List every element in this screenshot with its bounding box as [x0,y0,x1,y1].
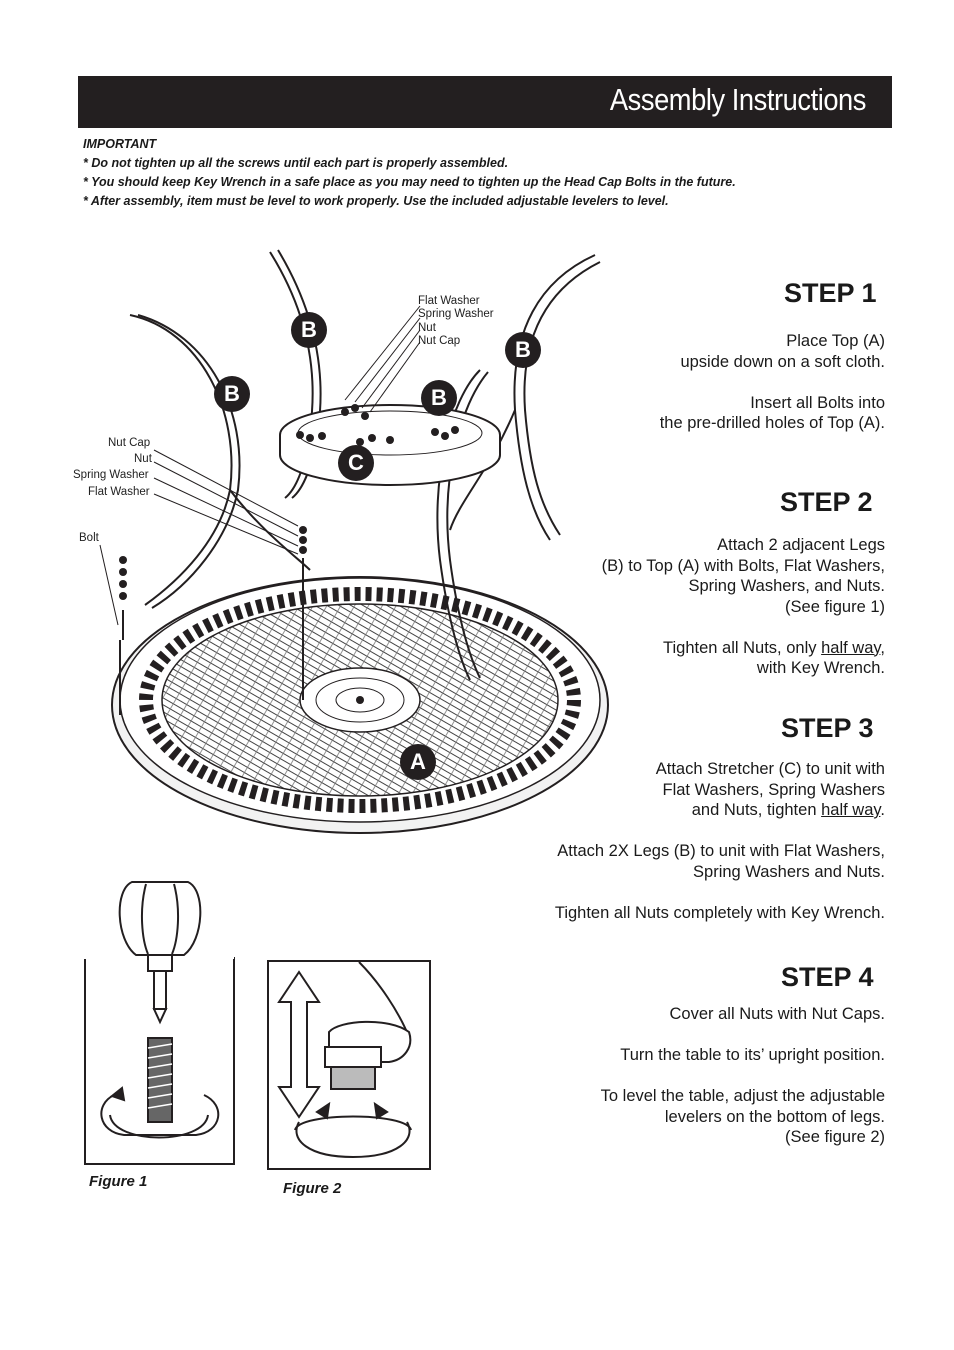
spacer [555,821,885,842]
label-flat-washer-top: Flat Washer [418,295,480,307]
step-text-line: upside down on a soft cloth. [680,352,885,371]
label-bolt: Bolt [79,532,99,544]
step-text-line: Insert all Bolts into [750,393,885,412]
step-text-line: Spring Washers and Nuts. [693,862,885,881]
leader-lines [99,305,421,626]
important-notes: IMPORTANT * Do not tighten up all the sc… [83,135,883,211]
figure-1-illustration [84,881,234,1139]
spacer [601,1066,885,1087]
label-spring-washer-top: Spring Washer [418,308,494,320]
text-span: , [880,638,885,657]
figure-2-caption: Figure 2 [283,1180,342,1197]
figure-1-caption: Figure 1 [89,1173,148,1190]
step-text-line: (See figure 2) [785,1128,885,1146]
text-span: Tighten all Nuts, only [663,638,822,657]
underlined-text: half way [821,638,881,657]
step-text-line: Cover all Nuts with Nut Caps. [669,1005,886,1023]
step-text-line: Turn the table to its’ upright position. [620,1046,885,1064]
step-4-text: Cover all Nuts with Nut Caps. Turn the t… [601,1004,885,1148]
legs [129,249,601,681]
spacer [555,882,885,903]
badge-leg-b: B [421,380,457,416]
step-1-title: STEP 1 [784,278,877,308]
step-text-line: and Nuts, tighten half way. [555,800,885,821]
note-line: * Do not tighten up all the screws until… [83,156,509,170]
step-text-line: Flat Washers, Spring Washers [662,780,885,799]
label-nut-cap-top: Nut Cap [418,335,461,347]
label-nut-top: Nut [418,322,436,334]
spacer [660,372,885,393]
stretcher-ring [279,404,501,486]
hardware-dots [119,404,459,600]
step-3-text: Attach Stretcher (C) to unit with Flat W… [555,759,885,923]
step-text-line: the pre-drilled holes of Top (A). [659,414,885,432]
step-text-line: Attach 2 adjacent Legs [717,536,885,554]
page-title: Assembly Instructions [609,82,867,117]
bolts [119,558,304,715]
badge-stretcher-c: C [338,445,374,481]
step-text-line: Tighten all Nuts, only half way, [602,638,885,659]
label-spring-washer-left: Spring Washer [73,469,149,481]
notes-heading: IMPORTANT [83,137,157,151]
step-text-line: levelers on the bottom of legs. [664,1107,885,1126]
text-span: . [880,801,885,819]
text-span: and Nuts, tighten [691,801,822,819]
step-2-title: STEP 2 [780,487,873,517]
header-bar: Assembly Instructions [78,76,892,128]
underlined-text: half way [821,801,881,819]
badge-leg-b: B [505,332,541,368]
spacer [602,617,885,638]
note-line: * After assembly, item must be level to … [83,194,669,208]
step-1-text: Place Top (A) upside down on a soft clot… [660,331,885,434]
exploded-diagram: Flat Washer Spring Washer Nut Nut Cap Nu… [60,240,620,840]
label-nut-cap-left: Nut Cap [108,437,151,449]
step-text-line: Attach Stretcher (C) to unit with [655,760,885,778]
step-text-line: with Key Wrench. [756,659,885,677]
step-text-line: (See figure 1) [785,597,885,616]
table-illustration [99,249,609,834]
badge-leg-b: B [291,312,327,348]
step-4-title: STEP 4 [781,962,874,992]
label-nut-left: Nut [134,453,152,465]
badge-leg-b: B [214,376,250,412]
figure-2-illustration [277,962,412,1159]
spacer [601,1025,885,1046]
step-2-text: Attach 2 adjacent Legs (B) to Top (A) wi… [602,535,885,679]
note-line: * You should keep Key Wrench in a safe p… [83,175,736,189]
step-text-line: Attach 2X Legs (B) to unit with Flat Was… [557,842,885,860]
step-3-title: STEP 3 [781,713,874,743]
label-flat-washer-left: Flat Washer [88,486,150,498]
step-text-line: Tighten all Nuts completely with Key Wre… [554,903,885,922]
badge-top-a: A [400,744,436,780]
table-top [111,576,609,834]
step-text-line: Place Top (A) [786,332,885,350]
step-text-line: Spring Washers, and Nuts. [688,577,885,595]
step-text-line: To level the table, adjust the adjustabl… [600,1087,885,1105]
step-text-line: (B) to Top (A) with Bolts, Flat Washers, [601,556,885,575]
